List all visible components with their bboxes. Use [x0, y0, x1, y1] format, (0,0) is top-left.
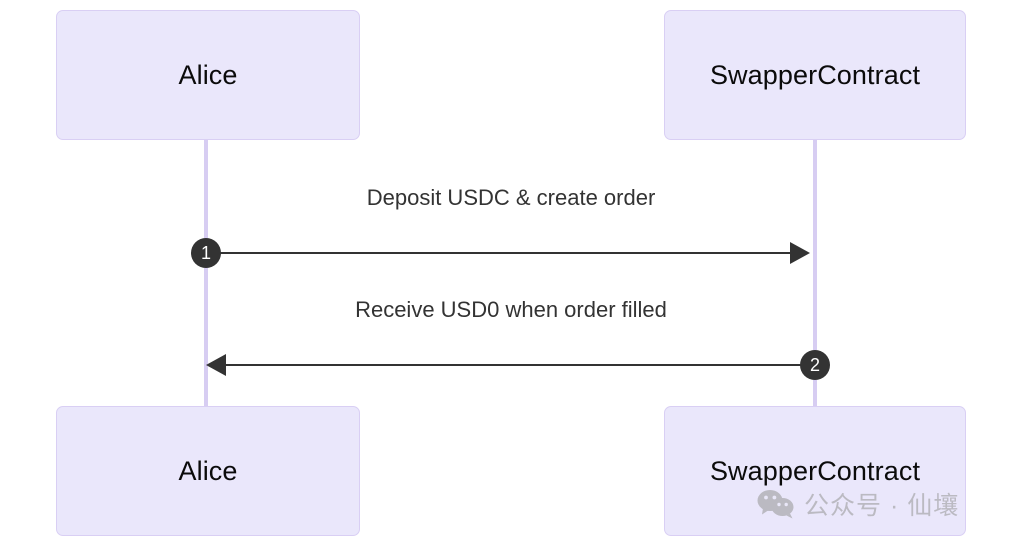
message-arrow-line-2 — [226, 364, 815, 366]
arrowhead-left-icon — [206, 354, 226, 376]
participant-label-alice-bottom: Alice — [178, 455, 238, 486]
participant-label-swapper-bottom: SwapperContract — [709, 455, 921, 486]
lifeline-swapper — [813, 140, 817, 406]
participant-box-swapper-bottom[interactable]: SwapperContract — [664, 406, 966, 536]
lifeline-alice — [204, 140, 208, 406]
participant-box-alice-top[interactable]: Alice — [56, 10, 360, 140]
participant-box-alice-bottom[interactable]: Alice — [56, 406, 360, 536]
participant-label-swapper-top: SwapperContract — [709, 59, 921, 90]
message-label-2: Receive USD0 when order filled — [355, 297, 667, 322]
participant-box-swapper-top[interactable]: SwapperContract — [664, 10, 966, 140]
message-arrow-line-1 — [206, 252, 794, 254]
message-label-1: Deposit USDC & create order — [366, 185, 656, 210]
sequence-badge-2: 2 — [800, 350, 830, 380]
arrowhead-right-icon — [790, 242, 810, 264]
sequence-badge-1: 1 — [191, 238, 221, 268]
participant-label-alice-top: Alice — [178, 59, 238, 90]
